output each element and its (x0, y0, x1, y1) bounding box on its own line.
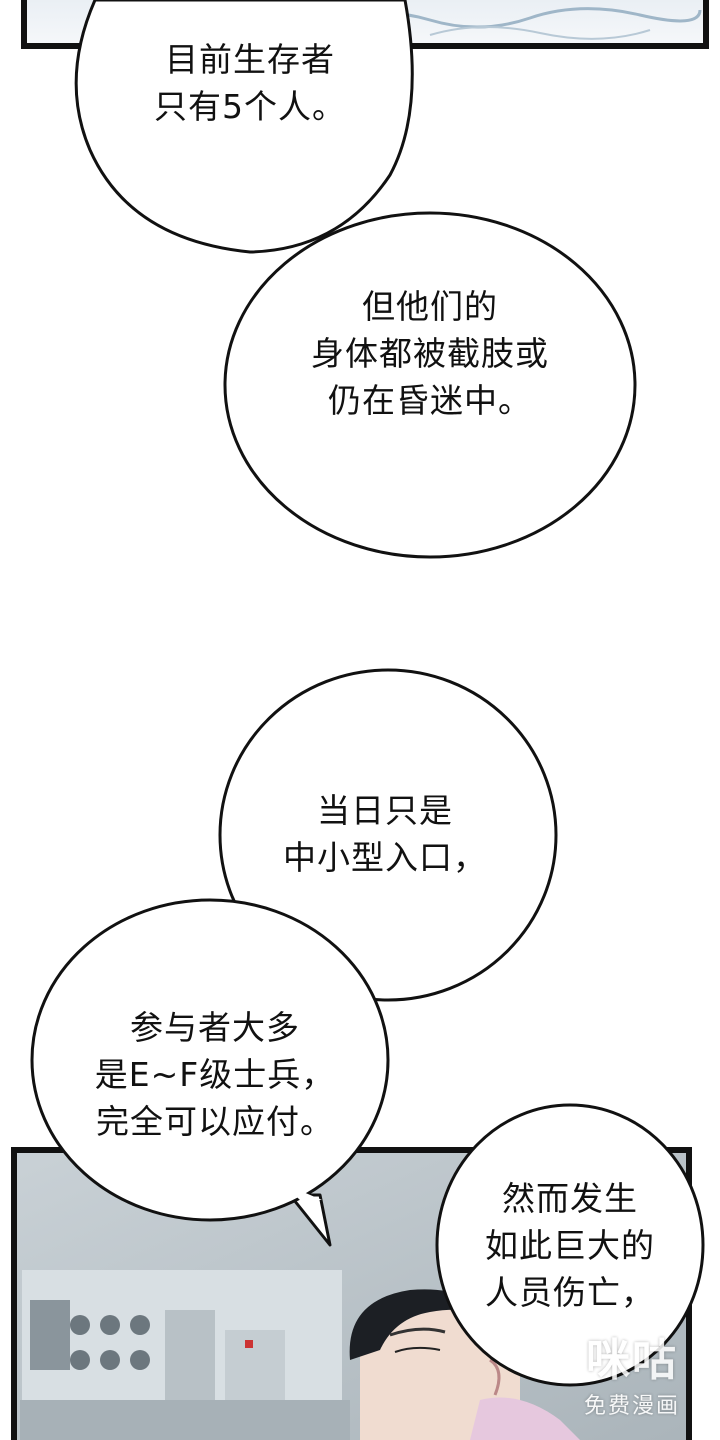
speech-bubble-4 (30, 898, 390, 1247)
speech-bubble-2 (223, 211, 637, 559)
speech-bubble-1 (74, 0, 414, 254)
bubble-2-text: 但他们的 身体都被截肢或 仍在昏迷中。 (311, 287, 549, 420)
speech-bubble-5 (435, 1103, 705, 1387)
watermark-logo: 咪咕 (585, 1335, 678, 1386)
bubble-4-text: 参与者大多 是E~F级士兵， 完全可以应付。 (94, 1008, 336, 1141)
bubble-5-text: 然而发生 如此巨大的 人员伤亡， (485, 1179, 655, 1312)
watermark: 咪咕 免费漫画 (584, 1324, 680, 1420)
bubble-1-text: 目前生存者 只有5个人。 (154, 40, 346, 126)
speech-bubble-3 (218, 668, 558, 1002)
watermark-text: 免费漫画 (583, 1394, 680, 1419)
bubble-3-text: 当日只是 中小型入口， (283, 791, 487, 877)
